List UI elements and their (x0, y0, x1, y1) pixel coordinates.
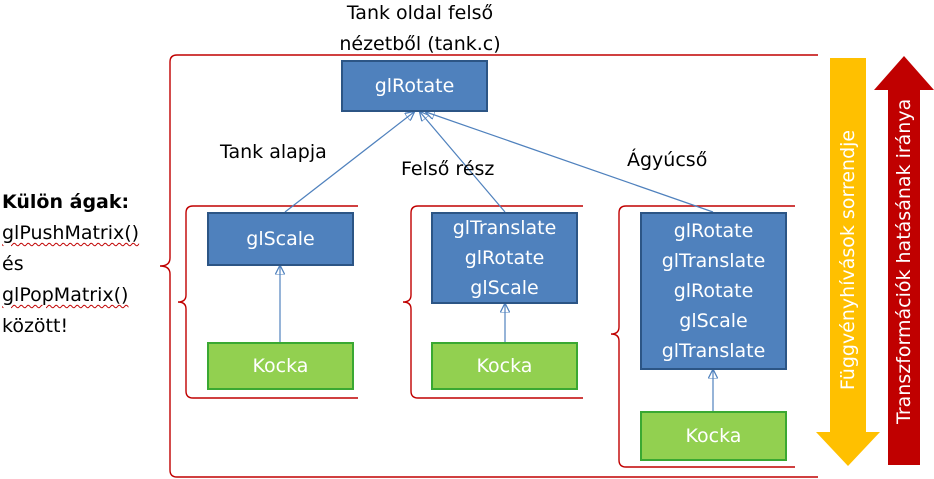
side-note-line-push: glPushMatrix() (2, 222, 140, 244)
branch-2-op-2: glRotate (464, 247, 545, 269)
transform-direction-label: Transzformációk hatásának iránya (893, 98, 915, 424)
branch-2-op-3: glScale (470, 277, 539, 299)
branch-1-leaf: Kocka (207, 342, 354, 390)
branch-label-2: Felső rész (401, 158, 495, 180)
branch-1-leaf-label: Kocka (252, 355, 309, 377)
transform-direction-arrow (874, 56, 934, 465)
branch-3-leaf: Kocka (640, 411, 787, 461)
branch-1-ops: glScale (207, 212, 354, 266)
branch-2-ops: glTranslate glRotate glScale (431, 212, 578, 304)
branch-3-ops: glRotate glTranslate glRotate glScale gl… (640, 212, 787, 370)
branch-label-3: Ágyúcső (627, 149, 708, 171)
branch-bracket-2 (402, 205, 583, 399)
branch-1-op-1: glScale (246, 228, 315, 250)
connector-scale-to-root (284, 112, 414, 213)
call-order-label: Függvényhívások sorrendje (837, 129, 859, 391)
side-note: Külön ágak: glPushMatrix() és glPopMatri… (2, 187, 139, 342)
side-note-line-between: között! (2, 315, 69, 337)
branch-2-leaf: Kocka (431, 342, 578, 390)
call-order-arrow (816, 58, 880, 466)
branch-bracket-3 (610, 205, 795, 468)
branch-3-leaf-label: Kocka (685, 425, 742, 447)
root-node-label: glRotate (374, 75, 455, 97)
branch-3-op-1: glRotate (673, 220, 754, 242)
branch-2-leaf-label: Kocka (476, 355, 533, 377)
outer-bracket (159, 54, 818, 478)
connector-translate-to-root (420, 112, 506, 213)
root-node: glRotate (341, 60, 488, 112)
branch-3-op-3: glRotate (673, 280, 754, 302)
branch-3-op-2: glTranslate (661, 250, 766, 272)
branch-3-op-5: glTranslate (661, 340, 766, 362)
branch-2-op-1: glTranslate (452, 217, 557, 239)
title-line-1: Tank oldal felső (346, 2, 494, 24)
branch-bracket-1 (177, 205, 358, 399)
branch-3-op-4: glScale (679, 310, 748, 332)
branch-label-1: Tank alapja (220, 141, 327, 163)
side-note-heading: Külön ágak: (2, 191, 130, 213)
side-note-line-pop: glPopMatrix() (2, 284, 129, 306)
connector-rotate-to-root (426, 112, 714, 213)
diagram-title: Tank oldal felső nézetből (tank.c) (290, 0, 550, 60)
side-note-line-and: és (2, 253, 24, 275)
title-line-2: nézetből (tank.c) (339, 33, 501, 55)
